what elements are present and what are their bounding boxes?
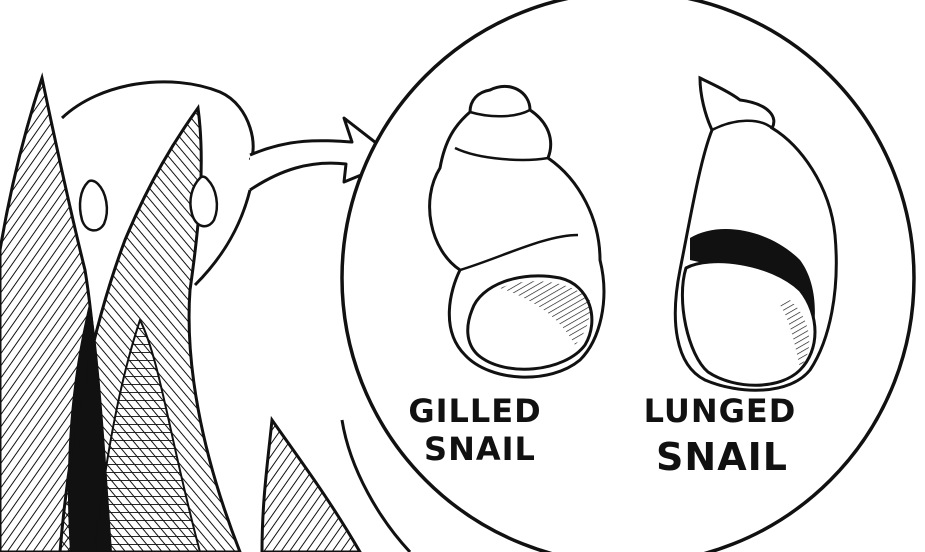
gilled-label-line2: SNAIL <box>424 430 536 468</box>
gilled-label-line1: GILLED <box>408 392 541 430</box>
lunged-label-line2: SNAIL <box>656 435 788 479</box>
small-snail-left <box>80 181 107 231</box>
small-snail-right <box>190 177 216 227</box>
lunged-label-line1: LUNGED <box>644 392 797 430</box>
